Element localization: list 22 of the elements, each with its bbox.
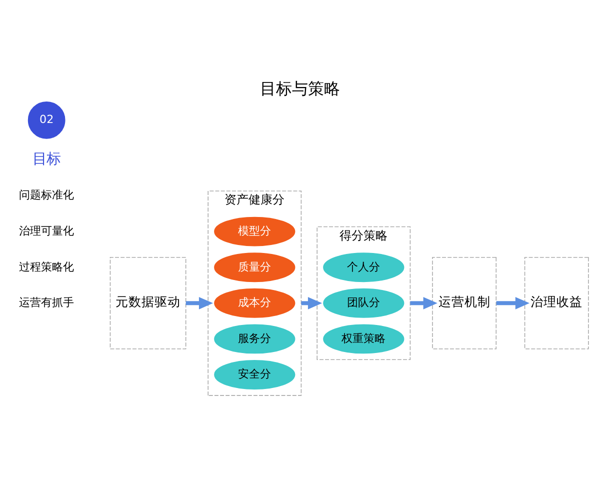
node-box: 治理收益 bbox=[524, 257, 589, 350]
label: 目标 bbox=[32, 151, 61, 168]
node-ellipse: 个人分 bbox=[323, 252, 404, 282]
node-ellipse: 团队分 bbox=[323, 288, 404, 318]
node-ellipse: 安全分 bbox=[214, 360, 296, 390]
node-ellipse: 权重策略 bbox=[323, 324, 404, 354]
label: 问题标准化 bbox=[19, 188, 74, 202]
label: 运营有抓手 bbox=[19, 296, 74, 310]
label: 过程策略化 bbox=[19, 260, 74, 274]
node-box: 元数据驱动 bbox=[110, 257, 186, 350]
node-ellipse: 质量分 bbox=[214, 252, 296, 282]
node-ellipse: 成本分 bbox=[214, 288, 296, 318]
arrow bbox=[301, 296, 322, 310]
arrow bbox=[496, 296, 530, 310]
label: 治理可量化 bbox=[19, 224, 74, 238]
diagram-title: 目标与策略 bbox=[260, 79, 340, 98]
arrow bbox=[410, 296, 438, 310]
node-box: 运营机制 bbox=[432, 257, 497, 350]
node-ellipse: 服务分 bbox=[214, 324, 296, 354]
label: 02 bbox=[40, 113, 54, 126]
node-ellipse: 模型分 bbox=[214, 216, 296, 246]
arrow bbox=[186, 296, 214, 310]
